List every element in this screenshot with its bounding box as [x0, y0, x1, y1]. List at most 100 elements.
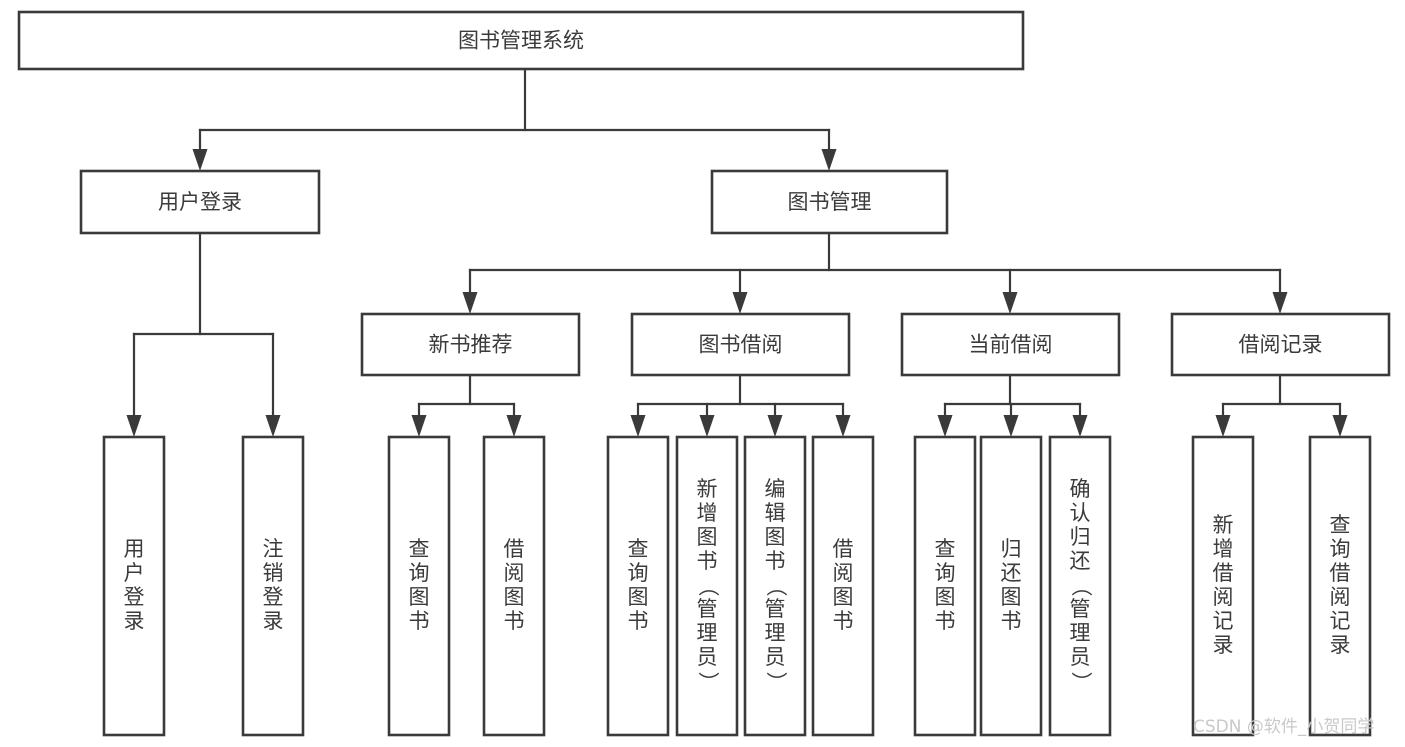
node-box[interactable]: [1170, 312, 1391, 377]
node-label-char: 书: [833, 609, 854, 633]
node-box[interactable]: [102, 435, 166, 737]
arrow-head-icon: [1332, 415, 1348, 437]
arrow-head-icon: [821, 149, 837, 171]
arrow-head-icon: [126, 415, 142, 437]
node-label-char: 录: [124, 609, 145, 633]
node-label-char: 书: [504, 609, 525, 633]
node-level3-图书借阅-1[interactable]: 图书借阅: [630, 312, 851, 377]
connector-group-record-to-leaves: [1215, 373, 1348, 437]
node-label-char: 新: [697, 477, 718, 501]
node-level3-借阅记录-3[interactable]: 借阅记录: [1170, 312, 1391, 377]
connector-group-borrow-to-leaves: [630, 373, 851, 437]
node-box[interactable]: [360, 312, 581, 377]
node-label-char: 确: [1070, 477, 1091, 501]
node-root-图书管理系统[interactable]: 图书管理系统: [17, 10, 1025, 71]
arrow-head-icon: [265, 415, 281, 437]
node-leaf-新增借阅记录-11[interactable]: 新增借阅记录新增借阅记录: [1191, 435, 1255, 737]
node-leaf-查询借阅记录-12[interactable]: 查询借阅记录查询借阅记录: [1308, 435, 1372, 737]
node-box[interactable]: [1308, 435, 1372, 737]
node-label-char: 书: [409, 609, 430, 633]
node-leaf-查询图书-4[interactable]: 查询图书查询图书: [606, 435, 670, 737]
node-label-char: 登: [263, 585, 284, 609]
node-label-char: 记: [1213, 609, 1234, 633]
node-box[interactable]: [743, 435, 807, 737]
node-level3-当前借阅-2[interactable]: 当前借阅: [900, 312, 1121, 377]
node-box[interactable]: [79, 169, 321, 235]
node-label-char: ）: [696, 672, 720, 693]
node-label-char: 书: [628, 609, 649, 633]
node-leaf-归还图书-9[interactable]: 归还图书归还图书: [979, 435, 1043, 737]
node-label-char: 归: [1070, 525, 1091, 549]
node-label-char: 用: [124, 537, 145, 561]
node-level3-新书推荐-0[interactable]: 新书推荐: [360, 312, 581, 377]
node-label-char: 户: [124, 561, 145, 585]
node-label-char: 借: [504, 537, 525, 561]
node-label: 借阅记录: [1239, 333, 1323, 357]
node-label-char: 理: [697, 621, 718, 645]
node-box[interactable]: [17, 10, 1025, 71]
node-level2-用户登录-0[interactable]: 用户登录: [79, 169, 321, 235]
node-label-char: 记: [1330, 609, 1351, 633]
node-leaf-借阅图书-3[interactable]: 借阅图书借阅图书: [482, 435, 546, 737]
node-label-char: 管: [1070, 597, 1091, 621]
node-leaf-借阅图书-7[interactable]: 借阅图书借阅图书: [811, 435, 875, 737]
node-label-char: 查: [628, 537, 649, 561]
node-label-char: 管: [765, 597, 786, 621]
node-label-char: 销: [263, 561, 284, 585]
node-label-char: 询: [409, 561, 430, 585]
node-label-char: 编: [765, 477, 786, 501]
node-box[interactable]: [482, 435, 546, 737]
node-label-char: 图: [697, 525, 718, 549]
arrow-head-icon: [699, 415, 715, 437]
node-leaf-查询图书-8[interactable]: 查询图书查询图书: [913, 435, 977, 737]
node-label-char: 理: [1070, 621, 1091, 645]
connector-layer: [126, 67, 1348, 437]
node-box[interactable]: [387, 435, 451, 737]
node-label-char: 图: [833, 585, 854, 609]
node-box[interactable]: [811, 435, 875, 737]
node-box[interactable]: [900, 312, 1121, 377]
connector-group-bookmgmt-to-level3: [462, 231, 1288, 314]
node-label-char: 录: [263, 609, 284, 633]
node-label-char: 书: [935, 609, 956, 633]
node-box[interactable]: [241, 435, 305, 737]
watermark-layer: CSDN @软件_小贺同学: [1193, 717, 1374, 737]
node-box[interactable]: [979, 435, 1043, 737]
node-box[interactable]: [675, 435, 739, 737]
node-label-char: 借: [833, 537, 854, 561]
node-box[interactable]: [710, 169, 949, 235]
node-label-char: 书: [765, 549, 786, 573]
node-label-char: 还: [1001, 561, 1022, 585]
node-box[interactable]: [1048, 435, 1112, 737]
node-label-char: （: [764, 576, 788, 597]
node-label-char: 阅: [504, 561, 525, 585]
arrow-head-icon: [1215, 415, 1231, 437]
node-box[interactable]: [606, 435, 670, 737]
node-label-char: 图: [1001, 585, 1022, 609]
node-label-char: 新: [1213, 513, 1234, 537]
node-label-char: 图: [765, 525, 786, 549]
node-box[interactable]: [913, 435, 977, 737]
node-label-char: ）: [764, 672, 788, 693]
node-label-char: 书: [1001, 609, 1022, 633]
node-label-char: 登: [124, 585, 145, 609]
node-box[interactable]: [1191, 435, 1255, 737]
arrow-head-icon: [462, 292, 478, 314]
node-label-char: 阅: [1330, 585, 1351, 609]
node-label-char: 认: [1070, 501, 1091, 525]
node-label-char: 询: [628, 561, 649, 585]
node-label-char: 阅: [1213, 585, 1234, 609]
node-label-char: 图: [504, 585, 525, 609]
node-leaf-查询图书-2[interactable]: 查询图书查询图书: [387, 435, 451, 737]
node-box[interactable]: [630, 312, 851, 377]
node-label-char: 查: [935, 537, 956, 561]
node-level2-图书管理-1[interactable]: 图书管理: [710, 169, 949, 235]
node-label-char: （: [1069, 576, 1093, 597]
node-label-char: 询: [1330, 537, 1351, 561]
node-label-char: ）: [1069, 672, 1093, 693]
node-leaf-用户登录-0[interactable]: 用户登录用户登录: [102, 435, 166, 737]
node-leaf-注销登录-1[interactable]: 注销登录注销登录: [241, 435, 305, 737]
